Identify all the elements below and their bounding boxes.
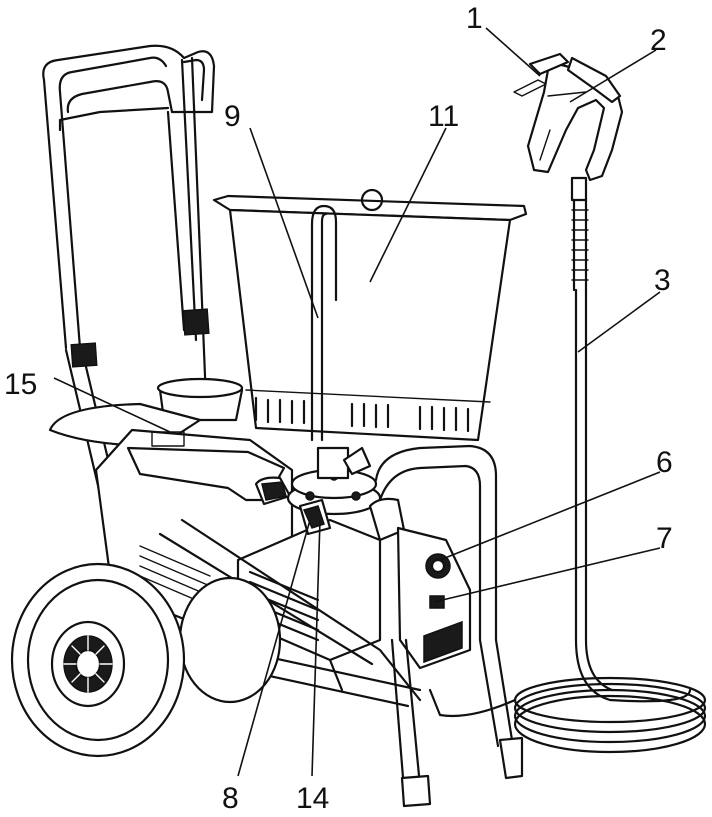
callout-2: 2 [650, 24, 667, 57]
hopper [212, 188, 528, 442]
callout-8: 8 [222, 782, 239, 815]
control-panel [396, 526, 472, 670]
callout-1: 1 [466, 2, 483, 35]
paint-hose [428, 288, 707, 754]
callout-11: 11 [428, 100, 459, 133]
callout-3: 3 [654, 264, 671, 297]
callout-6: 6 [656, 446, 673, 479]
callout-14: 14 [296, 782, 329, 815]
callout-9: 9 [224, 100, 241, 133]
callout-7: 7 [656, 522, 673, 555]
spray-gun [513, 52, 624, 292]
callout-leaders [53, 27, 661, 777]
rear-wheel [10, 562, 282, 758]
callout-15: 15 [4, 368, 37, 401]
callout-labels: 1 2 3 6 7 8 9 11 14 15 [4, 2, 673, 815]
accessory-tray [48, 377, 244, 448]
pump-assembly [286, 446, 406, 542]
